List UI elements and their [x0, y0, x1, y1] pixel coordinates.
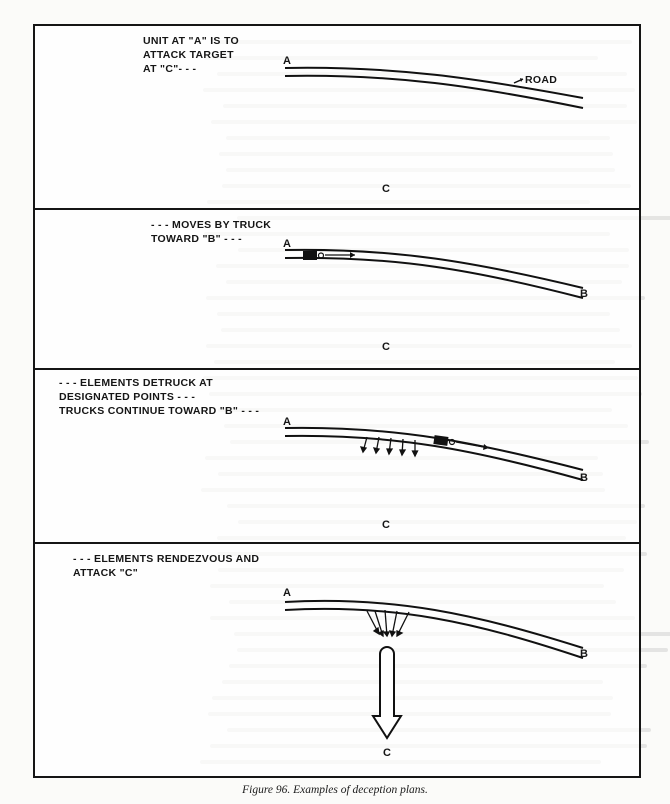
point-a-label: A	[283, 55, 291, 67]
panel-2-caption-line-1: - - - MOVES BY TRUCK	[151, 219, 271, 231]
panel-4-caption-line-1: - - - ELEMENTS RENDEZVOUS AND	[73, 553, 259, 565]
detruck-arrows	[359, 436, 419, 458]
panel-2-caption-line-2: TOWARD "B" - - -	[151, 233, 242, 245]
arrowhead-icon	[483, 444, 489, 450]
road-lower-edge	[284, 256, 584, 299]
road-lower-edge	[284, 434, 584, 481]
point-c-label: C	[382, 183, 390, 195]
panel-3-caption-line-3: TRUCKS CONTINUE TOWARD "B" - - -	[59, 405, 259, 417]
panel-3: - - - ELEMENTS DETRUCK AT DESIGNATED POI…	[35, 370, 639, 544]
panel-4: - - - ELEMENTS RENDEZVOUS AND ATTACK "C"…	[35, 544, 639, 776]
figure-caption: Figure 96. Examples of deception plans.	[242, 784, 428, 796]
panel-2-drawing: - - - MOVES BY TRUCK TOWARD "B" - - - A …	[151, 219, 588, 353]
road-lower-edge	[284, 607, 584, 659]
point-b-label: B	[580, 648, 588, 660]
road-upper-edge	[284, 66, 584, 99]
panel-3-caption-line-2: DESIGNATED POINTS - - -	[59, 391, 195, 403]
truck-wheel-icon	[448, 438, 456, 446]
point-a-label: A	[283, 587, 291, 599]
panel-1-caption-line-3: AT "C"- - -	[143, 63, 197, 75]
panel-4-drawing: - - - ELEMENTS RENDEZVOUS AND ATTACK "C"…	[73, 553, 588, 759]
point-c-label: C	[382, 519, 390, 531]
panel-1-caption-line-1: UNIT AT "A" IS TO	[143, 35, 239, 47]
road-lower-edge	[284, 74, 584, 109]
point-c-label: C	[382, 341, 390, 353]
arrowhead-icon	[350, 252, 355, 258]
point-b-label: B	[580, 472, 588, 484]
road-pointer-head	[520, 78, 523, 82]
attack-arrow-icon	[371, 646, 403, 740]
panel-1-caption-line-2: ATTACK TARGET	[143, 49, 234, 61]
road-upper-edge	[284, 426, 584, 471]
panel-1-drawing: UNIT AT "A" IS TO ATTACK TARGET AT "C"- …	[143, 35, 584, 195]
panel-1: UNIT AT "A" IS TO ATTACK TARGET AT "C"- …	[35, 26, 639, 210]
point-c-label: C	[383, 747, 391, 759]
point-a-label: A	[283, 416, 291, 428]
rendezvous-arrows	[366, 609, 410, 638]
panel-3-caption-line-1: - - - ELEMENTS DETRUCK AT	[59, 377, 213, 389]
diagram-frame: UNIT AT "A" IS TO ATTACK TARGET AT "C"- …	[33, 24, 641, 778]
panel-4-caption-line-2: ATTACK "C"	[73, 567, 138, 579]
panel-3-drawing: - - - ELEMENTS DETRUCK AT DESIGNATED POI…	[59, 377, 588, 531]
road-upper-edge	[284, 599, 584, 649]
road-upper-edge	[284, 248, 584, 289]
truck-icon	[303, 251, 317, 260]
point-a-label: A	[283, 238, 291, 250]
panel-2: - - - MOVES BY TRUCK TOWARD "B" - - - A …	[35, 210, 639, 370]
truck-icon	[433, 435, 449, 446]
point-b-label: B	[580, 288, 588, 300]
road-label: ROAD	[525, 74, 557, 86]
truck-wheel-icon	[317, 252, 325, 259]
